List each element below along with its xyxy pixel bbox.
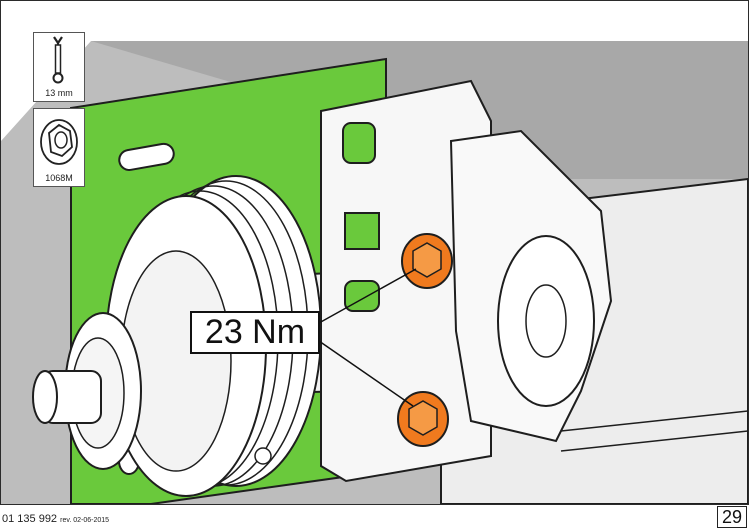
nut-part-label: 1068M (45, 173, 73, 183)
drum-bolt (254, 447, 272, 465)
plate-green-lug-1 (342, 122, 376, 164)
leader-line-lower (318, 340, 414, 407)
bracket-slot (118, 142, 175, 171)
torque-callout: 23 Nm (190, 311, 320, 354)
plate-green-lug-2 (344, 212, 380, 250)
tube-line-1 (560, 410, 748, 432)
flange-nut-lower (397, 391, 449, 447)
document-number: 01 135 992 (2, 513, 58, 525)
page-number: 29 (717, 506, 747, 528)
document-reference: 01 135 992 rev. 02-06-2015 (2, 513, 109, 525)
revision-date: rev. 02-06-2015 (60, 517, 110, 524)
mounting-plate (320, 79, 492, 483)
mechanism-hub (525, 284, 567, 358)
figure-frame: 13 mm 1068M 23 Nm (0, 0, 749, 505)
wrench-icon (52, 36, 64, 84)
nut-tool-box: 1068M (33, 108, 85, 187)
shaft-end-cap (32, 370, 58, 424)
leader-line-upper (318, 268, 417, 324)
tube-line-2 (560, 430, 748, 452)
wrench-tool-box: 13 mm (33, 32, 85, 102)
flange-nut-upper (401, 233, 453, 289)
drum-installation-illustration (1, 1, 748, 504)
ceiling-white-strip (1, 1, 748, 141)
wrench-size-label: 13 mm (45, 88, 73, 98)
hex-nut-icon (40, 119, 78, 165)
